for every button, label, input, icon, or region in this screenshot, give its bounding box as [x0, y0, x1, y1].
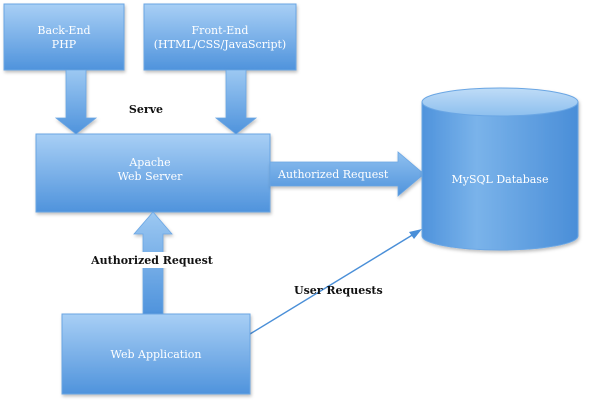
database-node — [421, 87, 579, 251]
webapp-label: Web Application — [111, 348, 202, 361]
authorized-request-up-label: Authorized Request — [90, 254, 214, 267]
frontend-label-line2: (HTML/CSS/JavaScript) — [154, 38, 286, 51]
user-requests-label: User Requests — [294, 284, 383, 297]
arrow-backend-to-apache — [54, 69, 98, 135]
webapp-node — [61, 313, 251, 395]
serve-label: Serve — [129, 103, 163, 116]
arrow-frontend-to-apache — [214, 69, 258, 135]
backend-label-line1: Back-End — [37, 24, 90, 37]
apache-label-line1: Apache — [128, 156, 170, 169]
apache-label-line2: Web Server — [118, 170, 183, 183]
backend-label-line2: PHP — [52, 38, 77, 51]
database-label: MySQL Database — [452, 173, 549, 186]
authorized-request-right-label: Authorized Request — [277, 168, 389, 181]
apache-node — [35, 133, 271, 213]
user-requests-connector — [249, 229, 422, 335]
frontend-label-line1: Front-End — [192, 24, 249, 37]
backend-node — [3, 3, 125, 71]
arrow-apache-to-database — [269, 151, 425, 197]
frontend-node — [143, 3, 297, 71]
authorized-request-up-label-bg — [92, 252, 212, 268]
